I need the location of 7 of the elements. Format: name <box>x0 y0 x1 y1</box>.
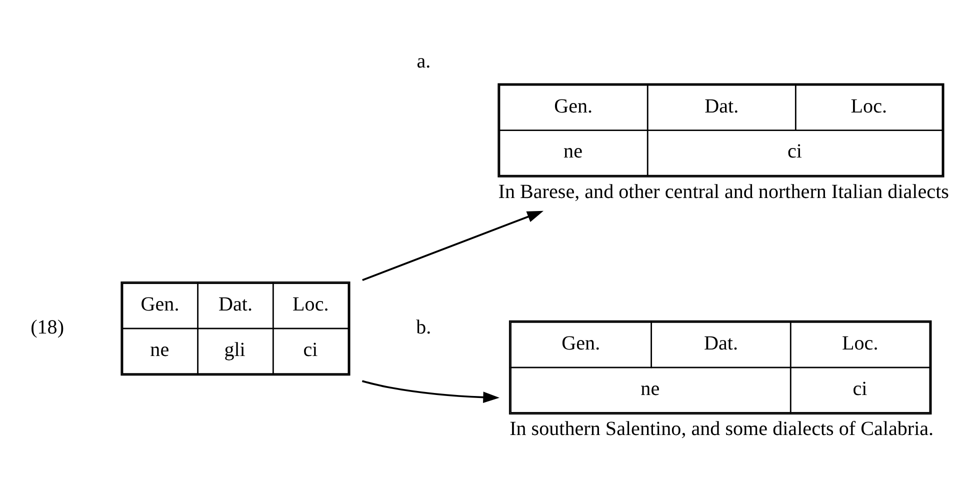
arrow <box>362 210 544 280</box>
label: a. <box>416 50 431 72</box>
label: b. <box>416 316 432 338</box>
node-label: In southern Salentino, and some dialects of Calabria. <box>510 417 934 440</box>
label: (18) <box>30 316 64 338</box>
node-label: In Barese, and other central and northern Italian dialects <box>498 180 949 202</box>
arrow <box>362 380 500 403</box>
